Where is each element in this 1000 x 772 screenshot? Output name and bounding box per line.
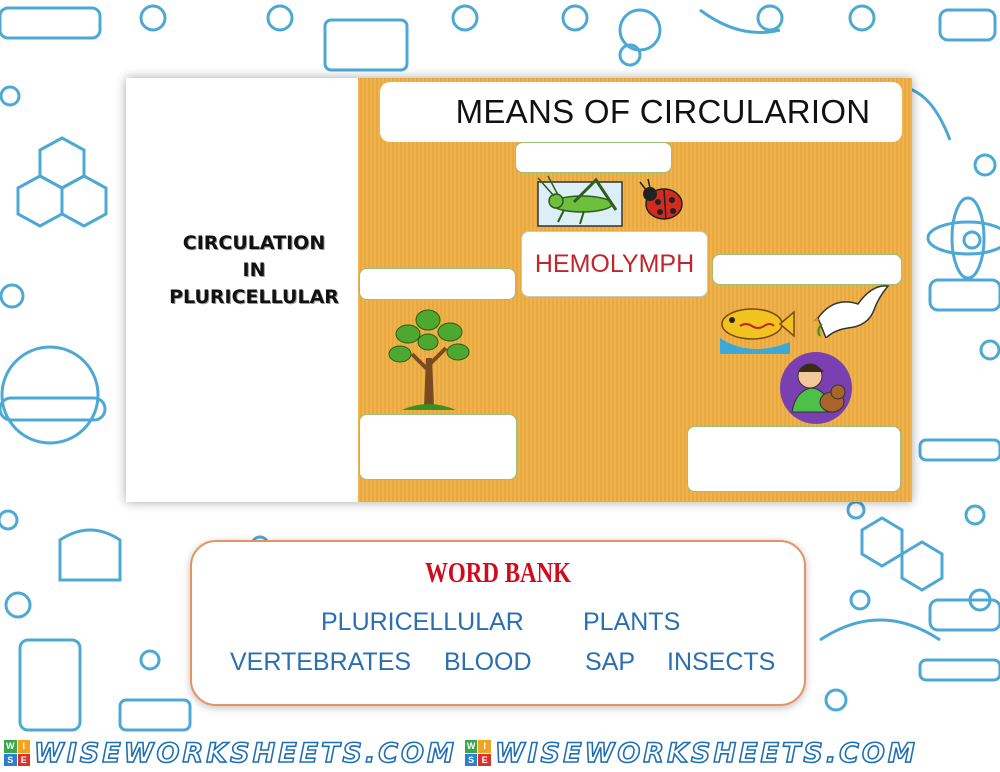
side-title: CIRCULATION IN PLURICELLULAR [169,232,339,308]
tree-icon [388,309,470,410]
dove-icon [812,285,890,338]
answer-box-bottom-right[interactable] [687,426,901,492]
brand: W I S E WISEWORKSHEETS.COM [4,737,457,770]
word-bank-title: WORD BANK [424,558,572,589]
word-bank: WORD BANK PLURICELLULAR PLANTS VERTEBRAT… [190,540,806,706]
word-bank-item[interactable]: VERTEBRATES [230,648,412,676]
title-box: MEANS OF CIRCULARION [380,82,902,142]
brand-logo-icon: W I S E [4,740,30,766]
word-bank-item[interactable]: BLOOD [444,648,532,676]
brand-text: WISEWORKSHEETS.COM [494,737,918,770]
answer-box-bottom-left[interactable] [359,414,517,480]
brand-text: WISEWORKSHEETS.COM [33,737,457,770]
worksheet-card: CIRCULATION IN PLURICELLULAR MEANS OF CI… [126,78,912,502]
word-bank-item[interactable]: PLURICELLULAR [321,608,524,636]
word-bank-item[interactable]: INSECTS [667,648,776,676]
page-title: MEANS OF CIRCULARION [455,93,871,130]
ladybug-icon [639,178,683,220]
brand: W I S E WISEWORKSHEETS.COM [464,737,918,770]
fish-icon [720,308,795,354]
footer-brand-bar: W I S E WISEWORKSHEETS.COM W I S E WISEW… [0,734,1000,772]
grasshopper-icon [537,175,623,227]
answer-box-right[interactable] [712,254,902,285]
brand-logo-icon: W I S E [464,740,491,766]
hemolymph-label: HEMOLYMPH [534,249,695,278]
word-bank-item[interactable]: PLANTS [583,608,681,636]
hemolymph-box: HEMOLYMPH [521,231,708,297]
boy-with-dog-icon [780,352,852,424]
word-bank-item[interactable]: SAP [585,648,636,676]
answer-box-left[interactable] [359,268,516,300]
answer-box-top[interactable] [515,142,672,173]
left-panel: CIRCULATION IN PLURICELLULAR [126,78,358,502]
